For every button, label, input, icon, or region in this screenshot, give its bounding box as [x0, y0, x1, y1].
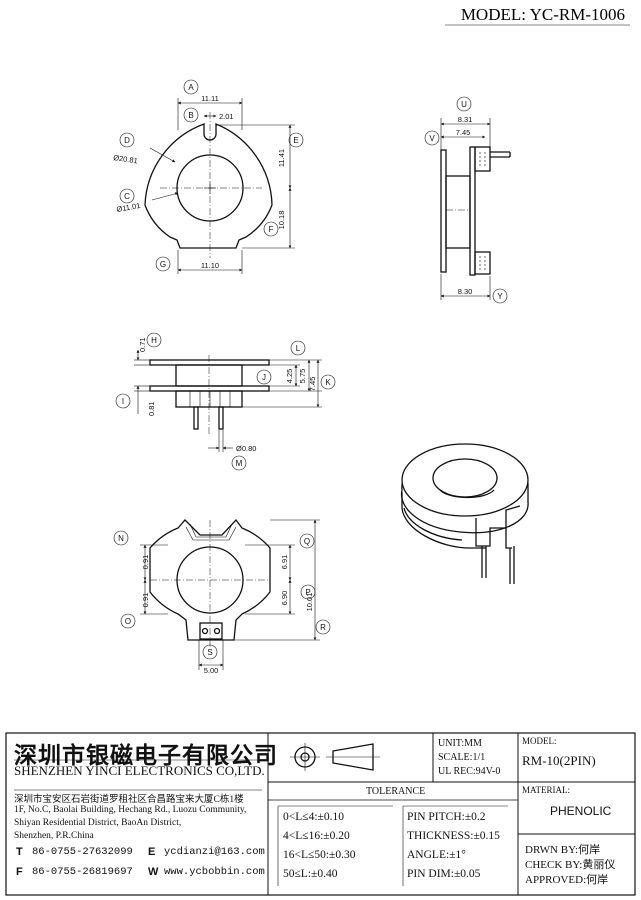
bottom-view: 0.91 0.91 6.91 6.90 10.01 5.00 N O Q P R…: [113, 518, 331, 675]
email-address[interactable]: ycdianzi@163.com: [164, 846, 265, 858]
label-E: E: [293, 136, 298, 145]
tolerance-title: TOLERANCE: [366, 786, 426, 797]
label-P: P: [305, 588, 310, 597]
dim-R: 10.01: [305, 593, 314, 612]
dim-B: 2.01: [219, 112, 234, 121]
label-I: I: [122, 397, 124, 406]
address-cn: 深圳市宝安区石岩街道罗租社区合昌路宝来大厦C栋1楼: [14, 795, 244, 805]
dim-S: 5.00: [204, 666, 219, 675]
tolerance-right-4: PIN DIM:±0.05: [407, 868, 481, 880]
label-R: R: [320, 623, 326, 632]
side-view: 8.31 7.45 8.30 U V Y: [424, 96, 511, 304]
dim-M: Ø0.80: [236, 444, 256, 453]
material-label: MATERIAL:: [522, 785, 570, 795]
label-C: C: [124, 192, 130, 201]
model-title: MODEL: YC-RM-1006: [461, 5, 625, 24]
dim-V: 7.45: [456, 128, 471, 137]
address-en-line3: Shenzhen, P.R.China: [14, 831, 94, 841]
label-G: G: [160, 260, 166, 269]
address-en-line1: 1F, No.C, Baolai Building, Hechang Rd., …: [14, 805, 247, 815]
dim-H: 0.71: [138, 337, 147, 352]
dim-U: 8.31: [458, 115, 473, 124]
tolerance-right-1: PIN PITCH:±0.2: [407, 811, 486, 823]
ul-rec-text: UL REC:94V-0: [438, 766, 501, 777]
tolerance-left-1: 0<L≤4:±0.10: [283, 811, 344, 823]
label-S: S: [207, 648, 212, 657]
dim-Y: 8.30: [458, 287, 473, 296]
label-A: A: [188, 83, 194, 92]
email-label: E: [148, 846, 156, 858]
approved-by: APPROVED:何岸: [525, 874, 609, 886]
dim-K: 7.45: [308, 377, 317, 392]
drawn-by: DRWN BY:何岸: [525, 844, 601, 856]
company-name-en: SHENZHEN YINCI ELECTRONICS CO,LTD.: [14, 763, 265, 778]
model-value: RM-10(2PIN): [522, 753, 596, 768]
company-name-cn: 深圳市银磁电子有限公司: [14, 743, 278, 768]
tel-label: T: [16, 846, 23, 858]
dim-A: 11.11: [201, 94, 219, 103]
web-label: W: [148, 866, 159, 878]
label-D: D: [124, 136, 130, 145]
isometric-view: [400, 443, 529, 584]
label-L: L: [296, 344, 301, 353]
label-O: O: [125, 617, 131, 626]
dim-C: Ø11.01: [116, 201, 141, 214]
dim-L: 5.75: [298, 369, 307, 384]
unit-text: UNIT:MM: [438, 738, 482, 749]
label-B: B: [188, 111, 193, 120]
front-view: 0.71 0.81 4.25 5.75 7.45 Ø0.80 H I J L K…: [115, 332, 336, 471]
label-N: N: [118, 534, 124, 543]
dim-E: 11.41: [277, 149, 286, 167]
model-label: MODEL:: [522, 736, 557, 746]
checked-by: CHECK BY:黄丽仪: [525, 859, 616, 871]
dim-J: 4.25: [285, 369, 294, 384]
label-J: J: [262, 373, 266, 382]
address-en-line2: Shiyan Residential District, BaoAn Distr…: [14, 818, 182, 828]
fax-number: 86-0755-26819697: [32, 866, 133, 878]
label-M: M: [236, 459, 243, 468]
tolerance-left-3: 16<L≤50:±0.30: [283, 849, 356, 861]
label-Y: Y: [497, 292, 503, 301]
dim-N: 0.91: [141, 555, 150, 570]
website-url[interactable]: www.ycbobbin.com: [164, 866, 265, 878]
label-U: U: [461, 100, 467, 109]
dim-Q: 6.91: [280, 555, 289, 570]
dim-F: 10.18: [277, 211, 286, 230]
label-K: K: [325, 378, 331, 387]
dim-P: 6.90: [280, 591, 289, 606]
label-F: F: [269, 225, 274, 234]
tolerance-left-4: 50≤L:±0.40: [283, 868, 338, 880]
label-V: V: [429, 134, 435, 143]
fax-label: F: [16, 866, 23, 878]
dim-G: 11.10: [201, 261, 219, 270]
tolerance-right-3: ANGLE:±1°: [407, 849, 466, 861]
label-Q: Q: [304, 537, 310, 546]
title-block-frame: [5, 732, 636, 896]
material-value: PHENOLIC: [550, 804, 612, 818]
top-view: 11.11 2.01 Ø20.81 Ø11.01 11.41 10.18 11.…: [113, 79, 304, 274]
tolerance-right-2: THICKNESS:±0.15: [407, 830, 500, 842]
dim-O: 0.91: [141, 593, 150, 608]
dim-D: Ø20.81: [113, 153, 139, 165]
label-H: H: [151, 336, 157, 345]
dim-I: 0.81: [147, 401, 156, 416]
scale-text: SCALE:1/1: [438, 752, 486, 763]
tel-number: 86-0755-27632099: [32, 846, 133, 858]
tolerance-left-2: 4<L≤16:±0.20: [283, 830, 350, 842]
